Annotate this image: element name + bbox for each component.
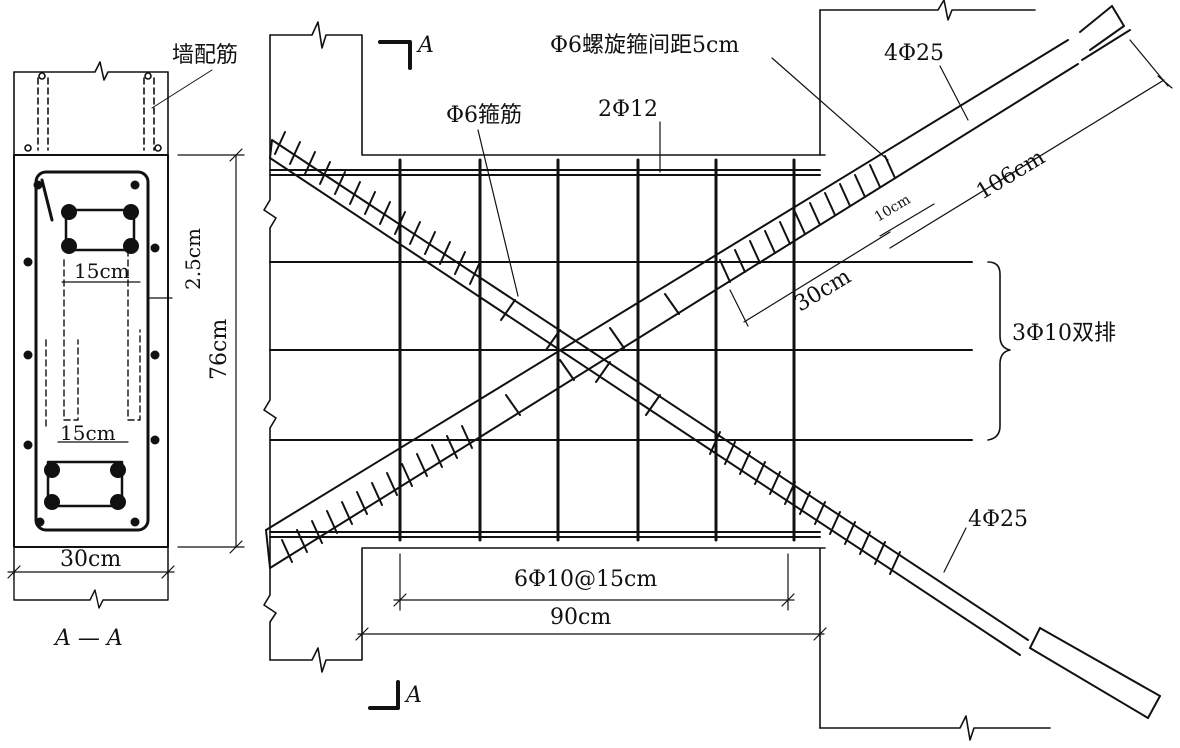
elevation: A A [263, 0, 1173, 741]
wall-rebar-label: 墙配筋 [172, 43, 238, 68]
diag-bars-bottom-label: 4Φ25 [968, 507, 1028, 532]
vertical-stirrups [398, 158, 796, 542]
dim-width: 30cm [60, 547, 121, 572]
stirrup-label: Φ6箍筋 [446, 103, 522, 128]
dim-anchor-length: 106cm [972, 145, 1049, 205]
dim-offset-large-ext [729, 289, 749, 327]
section-a-a: 墙配筋 15cm 15cm [7, 43, 245, 651]
diagonal-bar-down [269, 139, 1161, 719]
stirrup-hook [40, 178, 54, 222]
left-wall-edge [263, 0, 1051, 741]
dim-offset-large-line [743, 231, 891, 323]
cut-mark-top-label: A [416, 33, 434, 58]
dim-stirrups: 6Φ10@15cm [514, 567, 657, 592]
horizontal-bars-brace [987, 261, 1011, 441]
section-title: A — A [53, 626, 123, 651]
dim-height-line [177, 148, 245, 554]
dim-offset-small-line [879, 203, 935, 237]
spiral-spacing-label: Φ6螺旋箍间距5cm [550, 33, 739, 58]
beam-section-box [13, 154, 169, 548]
dim-stirrups-line [393, 553, 795, 611]
section-stirrup [34, 170, 150, 532]
diagonal-bar-up [265, 5, 1131, 569]
diag-bars-bottom-leader [943, 527, 967, 573]
bottom-bar-group [46, 460, 124, 508]
dim-15-top: 15cm [74, 259, 130, 283]
cut-mark-bottom [368, 680, 400, 710]
spiral-spacing-leader [771, 57, 889, 161]
wall-outline [13, 61, 169, 156]
dim-height: 76cm [207, 319, 232, 380]
horizontal-bars [269, 169, 973, 538]
spiral-hoops [274, 131, 901, 575]
cut-mark-top [378, 40, 412, 70]
dim-15-bottom: 15cm [60, 421, 116, 445]
section-break-line [13, 546, 169, 609]
section-bars [23, 180, 160, 527]
cut-mark-bottom-label: A [404, 683, 422, 708]
diag-bars-top-leader [939, 65, 969, 121]
dim-anchor-line [889, 39, 1173, 249]
dim-beam-width: 90cm [550, 605, 611, 630]
stirrup-leader [477, 129, 519, 297]
top-bars-label: 2Φ12 [598, 97, 658, 122]
dim-cover: 2.5cm [181, 228, 205, 290]
top-bar-group [64, 208, 136, 252]
horizontal-bars-label: 3Φ10双排 [1012, 321, 1116, 346]
diag-bars-top-label: 4Φ25 [884, 41, 944, 66]
dim-beam-width-line [355, 627, 827, 641]
dim-offset-large: 30cm [790, 264, 855, 317]
section-dashed-ties [45, 249, 141, 431]
wall-rebar-leader [151, 69, 213, 109]
